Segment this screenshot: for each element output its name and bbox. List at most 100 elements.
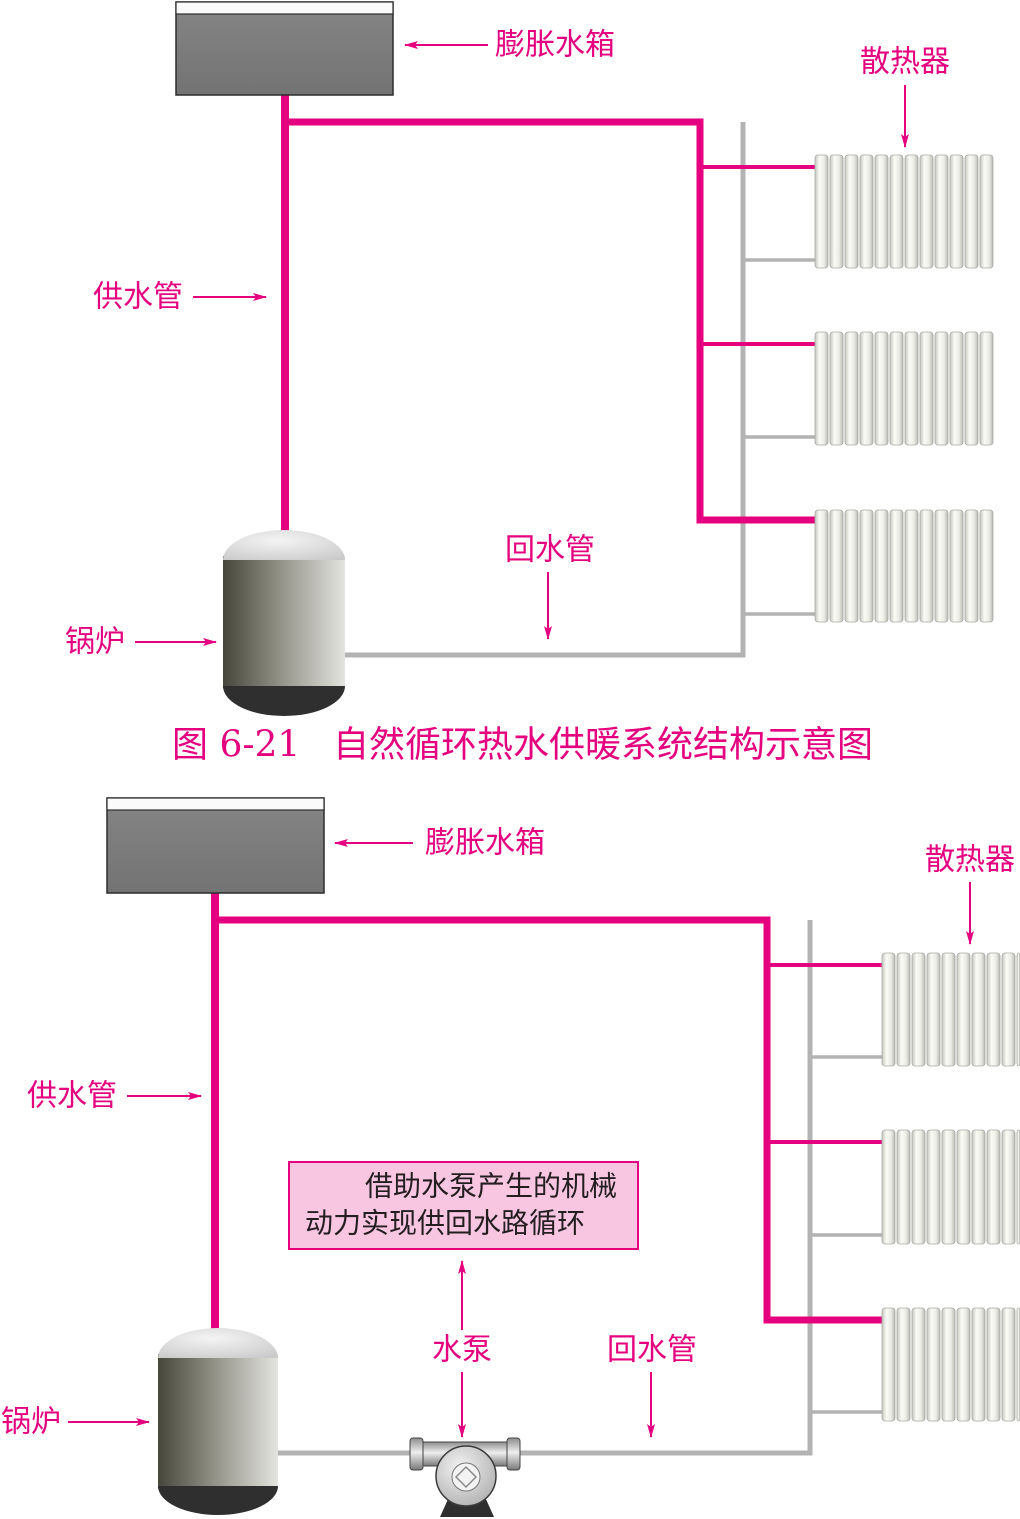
radiator-fin bbox=[896, 1307, 911, 1422]
expansion-tank-icon bbox=[106, 797, 325, 894]
radiator-icon bbox=[881, 1129, 1020, 1245]
figure-title: 自然循环热水供暖系统结构示意图 bbox=[333, 725, 873, 766]
radiator-fin bbox=[874, 509, 889, 623]
radiator-fin bbox=[881, 1129, 896, 1245]
figure-caption: 图 6-21 自然循环热水供暖系统结构示意图 bbox=[172, 725, 873, 766]
radiator-fin bbox=[829, 331, 844, 446]
radiator-fin bbox=[844, 509, 859, 623]
return-pipe-label: 回水管 bbox=[505, 533, 595, 568]
supply-pipe-network bbox=[281, 95, 815, 532]
radiator-fin bbox=[926, 1307, 941, 1422]
radiator-fin bbox=[874, 154, 889, 269]
radiator-fin bbox=[964, 154, 979, 269]
radiator-fin bbox=[859, 509, 874, 623]
radiator-fin bbox=[904, 331, 919, 446]
radiator-fin bbox=[949, 154, 964, 269]
radiator-fin bbox=[971, 952, 986, 1067]
radiator-fin bbox=[896, 1129, 911, 1245]
radiator-fin bbox=[829, 509, 844, 623]
return-pipe-label: 回水管 bbox=[607, 1333, 697, 1368]
note-line-1: 借助水泵产生的机械 bbox=[365, 1170, 617, 1203]
return-pipe-network bbox=[278, 920, 882, 1456]
radiator-fin bbox=[986, 1129, 1001, 1245]
supply-pipe-label: 供水管 bbox=[27, 1079, 117, 1114]
radiator-fin bbox=[964, 509, 979, 623]
radiator-fin bbox=[814, 154, 829, 269]
radiator-fin bbox=[859, 154, 874, 269]
pump-outlet-flange bbox=[506, 1437, 521, 1471]
radiator-fin bbox=[1016, 1307, 1020, 1422]
radiator-fin bbox=[889, 509, 904, 623]
expansion-tank-label: 膨胀水箱 bbox=[425, 826, 545, 861]
radiator-fin bbox=[934, 509, 949, 623]
radiator-fin bbox=[1001, 1307, 1016, 1422]
radiator-fin bbox=[956, 1129, 971, 1245]
radiator-fin bbox=[1001, 952, 1016, 1067]
forced-circulation-diagram: 借助水泵产生的机械 动力实现供回水路循环 膨胀水箱 散热器 供水管 水泵 回水管… bbox=[1, 797, 1020, 1517]
radiator-fin bbox=[979, 331, 994, 446]
pump-label: 水泵 bbox=[432, 1333, 492, 1368]
pump-note-callout: 借助水泵产生的机械 动力实现供回水路循环 bbox=[288, 1161, 639, 1250]
radiator-fin bbox=[971, 1129, 986, 1245]
natural-circulation-diagram: 膨胀水箱 散热器 供水管 回水管 锅炉 图 6-21 自然循环热水供暖系统结构示… bbox=[65, 1, 994, 766]
radiator-icon bbox=[814, 331, 994, 446]
radiator-fin bbox=[941, 1129, 956, 1245]
radiator-fin bbox=[1016, 952, 1020, 1067]
radiator-fin bbox=[1016, 1129, 1020, 1245]
radiator-fin bbox=[919, 154, 934, 269]
radiator-fin bbox=[919, 509, 934, 623]
radiator-fin bbox=[829, 154, 844, 269]
radiator-fin bbox=[904, 154, 919, 269]
radiator-fin bbox=[1001, 1129, 1016, 1245]
radiator-fin bbox=[814, 331, 829, 446]
radiator-fin bbox=[896, 952, 911, 1067]
boiler-label: 锅炉 bbox=[65, 625, 125, 660]
radiator-label: 散热器 bbox=[860, 45, 950, 80]
expansion-tank-label: 膨胀水箱 bbox=[495, 28, 615, 63]
radiator-fin bbox=[889, 331, 904, 446]
radiator-fin bbox=[859, 331, 874, 446]
pump-inlet-flange bbox=[409, 1437, 424, 1471]
supply-main-pipe bbox=[215, 916, 882, 1324]
radiator-fin bbox=[956, 952, 971, 1067]
radiator-fin bbox=[979, 509, 994, 623]
figure-number: 图 6-21 bbox=[172, 725, 300, 766]
radiator-label: 散热器 bbox=[925, 843, 1015, 878]
radiator-fin bbox=[874, 331, 889, 446]
radiator-fin bbox=[986, 1307, 1001, 1422]
radiator-icon bbox=[814, 154, 994, 269]
radiator-fin bbox=[926, 952, 941, 1067]
radiator-fin bbox=[881, 952, 896, 1067]
radiator-fin bbox=[844, 154, 859, 269]
radiator-fin bbox=[844, 331, 859, 446]
pump-icon bbox=[409, 1437, 521, 1517]
boiler-icon bbox=[223, 530, 345, 716]
radiator-fin bbox=[911, 1129, 926, 1245]
radiator-fin bbox=[986, 952, 1001, 1067]
radiator-fin bbox=[814, 509, 829, 623]
radiator-fin bbox=[934, 154, 949, 269]
radiator-fin bbox=[979, 154, 994, 269]
note-line-2: 动力实现供回水路循环 bbox=[305, 1207, 585, 1240]
radiator-fin bbox=[919, 331, 934, 446]
radiator-icon bbox=[881, 1307, 1020, 1422]
radiator-icon bbox=[881, 952, 1020, 1067]
radiator-fin bbox=[904, 509, 919, 623]
radiator-fin bbox=[949, 509, 964, 623]
return-pipe-network bbox=[345, 122, 815, 658]
radiator-fin bbox=[881, 1307, 896, 1422]
note-box bbox=[288, 1161, 639, 1250]
boiler-label: 锅炉 bbox=[1, 1405, 61, 1440]
radiator-fin bbox=[971, 1307, 986, 1422]
radiator-fin bbox=[934, 331, 949, 446]
expansion-tank-icon bbox=[175, 1, 394, 96]
supply-pipe-network bbox=[211, 893, 882, 1330]
radiator-fin bbox=[949, 331, 964, 446]
radiator-fin bbox=[889, 154, 904, 269]
radiator-fin bbox=[941, 952, 956, 1067]
supply-main-pipe bbox=[285, 118, 815, 524]
radiator-fin bbox=[941, 1307, 956, 1422]
boiler-icon bbox=[158, 1328, 278, 1515]
radiator-fin bbox=[911, 952, 926, 1067]
